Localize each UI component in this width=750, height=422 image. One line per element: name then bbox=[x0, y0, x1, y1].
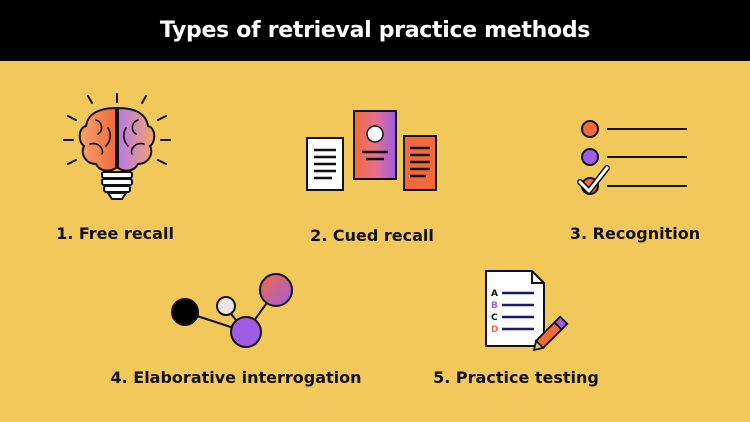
method-label-free-recall: 1. Free recall bbox=[56, 224, 174, 243]
test-letter-d: D bbox=[491, 325, 498, 335]
page-title: Types of retrieval practice methods bbox=[0, 0, 750, 61]
method-label-practice-testing: 5. Practice testing bbox=[433, 368, 599, 387]
flashcards-icon bbox=[306, 110, 437, 191]
test-letter-a: A bbox=[491, 289, 498, 299]
test-sheet-pencil-icon: A B C D bbox=[485, 270, 569, 352]
method-label-elaborative-interrogation: 4. Elaborative interrogation bbox=[110, 368, 362, 387]
checklist-icon bbox=[577, 120, 687, 195]
method-label-cued-recall: 2. Cued recall bbox=[310, 226, 434, 245]
brain-lightbulb-icon bbox=[63, 93, 171, 200]
method-label-recognition: 3. Recognition bbox=[569, 224, 701, 243]
test-letter-c: C bbox=[491, 313, 498, 323]
connected-nodes-icon bbox=[171, 273, 293, 348]
test-letter-b: B bbox=[491, 301, 498, 311]
